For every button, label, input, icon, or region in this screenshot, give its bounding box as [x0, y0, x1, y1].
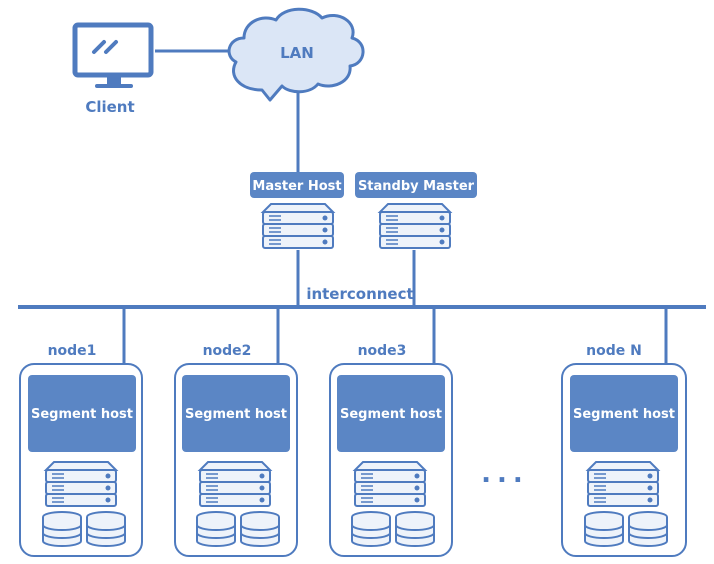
node2-db-icon-a: [196, 511, 236, 547]
ellipsis: ...: [481, 459, 529, 489]
node1-segment-label: Segment host: [31, 407, 133, 422]
node1-label: node1: [48, 343, 97, 359]
node3-db-icon-b: [395, 511, 435, 547]
node2-segment-box: [182, 375, 290, 452]
standby-label: Standby Master: [358, 179, 475, 194]
master-label-box: [250, 172, 344, 198]
node1-db-icon-a: [42, 511, 82, 547]
lan-label: LAN: [280, 44, 314, 62]
master-server-icon: [263, 204, 333, 248]
nodeN-segment-label: Segment host: [573, 407, 675, 422]
node3-server-icon: [355, 462, 425, 506]
node3-db-icon-a: [351, 511, 391, 547]
node3-label: node3: [358, 343, 407, 359]
node3-segment-box: [337, 375, 445, 452]
node1-server-icon: [46, 462, 116, 506]
connections: [18, 49, 706, 364]
nodeN-server-icon: [588, 462, 658, 506]
master-label: Master Host: [252, 179, 341, 194]
node2-label: node2: [203, 343, 252, 359]
node2-server-icon: [200, 462, 270, 506]
monitor-icon: [72, 22, 154, 88]
node1-segment-box: [28, 375, 136, 452]
node3-segment-label: Segment host: [340, 407, 442, 422]
standby-server-icon: [380, 204, 450, 248]
standby-label-box: [355, 172, 477, 198]
nodeN-label: node N: [586, 343, 642, 359]
node2-db-icon-b: [240, 511, 280, 547]
cloud-icon: [227, 7, 365, 102]
nodeN-db-icon-a: [584, 511, 624, 547]
nodeN-segment-box: [570, 375, 678, 452]
node1-db-icon-b: [86, 511, 126, 547]
node2-segment-label: Segment host: [185, 407, 287, 422]
nodeN-db-icon-b: [628, 511, 668, 547]
client-label: Client: [85, 98, 134, 116]
interconnect-label: interconnect: [306, 285, 413, 303]
